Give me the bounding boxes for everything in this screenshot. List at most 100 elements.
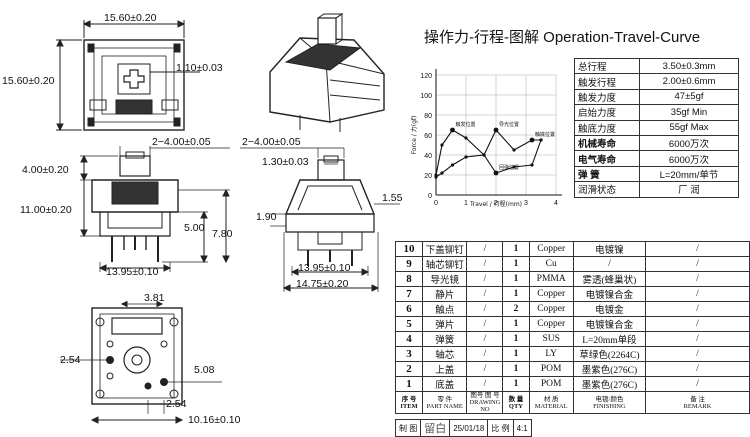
chart-annotation-label: 触底位置 [535, 131, 555, 138]
bom-cell-no: 5 [394, 316, 424, 332]
bom-header-finish: 电镀/颜色 FINISHING [572, 391, 647, 414]
bom-cell-finish: 电镀镍 [572, 241, 647, 257]
dim-side-offset-left: 1.90 [256, 211, 277, 223]
bom-cell-material: Cu [528, 256, 574, 272]
bom-cell-qty: 1 [502, 271, 530, 287]
bom-cell-finish: 电镀镍合金 [572, 286, 647, 302]
bom-cell-name: 弹片 [422, 316, 468, 332]
bom-cell-remark: / [645, 286, 750, 302]
footer-scale: 4:1 [512, 419, 532, 437]
chart-point [512, 165, 516, 169]
bom-cell-qty: 1 [502, 376, 530, 392]
bom-cell-remark: / [645, 241, 750, 257]
bom-cell-qty: 1 [502, 241, 530, 257]
bom-cell-no: 7 [394, 286, 424, 302]
bom-cell-drawing: / [466, 376, 504, 392]
bom-header-qty: 数 量 QTY [502, 391, 530, 414]
bom-cell-finish: L=20mm单段 [572, 331, 647, 347]
bom-cell-drawing: / [466, 256, 504, 272]
bom-cell-remark: / [645, 316, 750, 332]
chart-annotation-label: 导光位置 [499, 121, 519, 128]
chart-point [512, 148, 516, 152]
bom-cell-finish: 墨紫色(276C) [572, 361, 647, 377]
spec-value: 6000万次 [639, 134, 739, 152]
footer-date: 25/01/18 [449, 419, 489, 437]
chart-annotation-label: 回弹位置 [499, 164, 519, 171]
bom-cell-name: 静片 [422, 286, 468, 302]
bom-cell-no: 2 [394, 361, 424, 377]
top-view-outline [83, 39, 185, 131]
chart-y-tick: 120 [420, 73, 432, 80]
footer-drawn-value: 留白 [420, 419, 451, 437]
chart-y-tick: 0 [428, 193, 432, 200]
chart-y-tick: 40 [424, 153, 432, 160]
bom-cell-no: 6 [394, 301, 424, 317]
bom-cell-qty: 2 [502, 301, 530, 317]
bom-cell-finish: 电镀镍合金 [572, 316, 647, 332]
spec-value: 35gf Min [639, 104, 739, 121]
bom-cell-finish: 墨紫色(276C) [572, 376, 647, 392]
bom-cell-drawing: / [466, 361, 504, 377]
bom-cell-material: PMMA [528, 271, 574, 287]
bom-cell-qty: 1 [502, 256, 530, 272]
spec-value: 2.00±0.6mm [639, 73, 739, 90]
dim-front-upper: 4.00±0.20 [22, 164, 69, 176]
bom-cell-material: POM [528, 376, 574, 392]
bom-header-remark: 备 注 REMARK [645, 391, 750, 414]
chart-y-tick: 80 [424, 113, 432, 120]
chart-y-label: Force / 力(gf) [410, 116, 418, 155]
spec-row: 润滑状态厂 润 [574, 181, 739, 198]
spec-label: 触发行程 [574, 73, 640, 90]
dim-side-offset-right: 1.55 [382, 192, 403, 204]
chart-y-tick: 20 [424, 173, 432, 180]
bom-cell-finish: 雾透(蜂巢状) [572, 271, 647, 287]
bom-cell-name: 轴芯铆钉 [422, 256, 468, 272]
bom-cell-material: Copper [528, 301, 574, 317]
spec-value: 3.50±0.3mm [639, 57, 739, 75]
footer-label-drawn: 制 图 [394, 419, 422, 437]
bom-cell-finish: / [572, 256, 647, 272]
bom-cell-name: 底盖 [422, 376, 468, 392]
chart-y-tick: 100 [420, 93, 432, 100]
dim-front-total: 11.00±0.20 [20, 204, 72, 216]
spec-value: 47±5gf [639, 88, 739, 106]
bom-cell-material: SUS [528, 331, 574, 347]
bom-cell-no: 8 [394, 271, 424, 287]
bom-cell-qty: 1 [502, 331, 530, 347]
chart-x-tick: 4 [554, 200, 558, 207]
bom-cell-remark: / [645, 361, 750, 377]
bom-cell-qty: 1 [502, 346, 530, 362]
spec-label: 总行程 [574, 57, 640, 75]
footer-label-scale: 比 例 [487, 419, 514, 437]
chart-annotation-marker [493, 127, 499, 133]
dim-bottom-top: 3.81 [144, 292, 165, 304]
spec-label: 润滑状态 [574, 181, 640, 198]
bom-cell-name: 导光镜 [422, 271, 468, 287]
chart-annotation-marker [529, 137, 535, 143]
dim-front-bottom: 13.95±0.10 [106, 266, 159, 278]
chart-point [440, 143, 444, 147]
title-block: 制 图 留白 25/01/18 比 例 4:1 [394, 419, 532, 437]
chart-point [539, 138, 543, 142]
spec-value: L=20mm/单节 [639, 165, 739, 183]
bom-cell-remark: / [645, 346, 750, 362]
spec-label: 电气寿命 [574, 150, 640, 167]
bom-cell-remark: / [645, 331, 750, 347]
bom-cell-no: 1 [394, 376, 424, 392]
bom-header-material: 材 质 MATERIAL [528, 391, 574, 414]
bom-cell-name: 上盖 [422, 361, 468, 377]
bom-cell-drawing: / [466, 316, 504, 332]
chart-annotation-marker [493, 170, 499, 176]
bom-cell-name: 弹簧 [422, 331, 468, 347]
bom-cell-finish: 电镀金 [572, 301, 647, 317]
